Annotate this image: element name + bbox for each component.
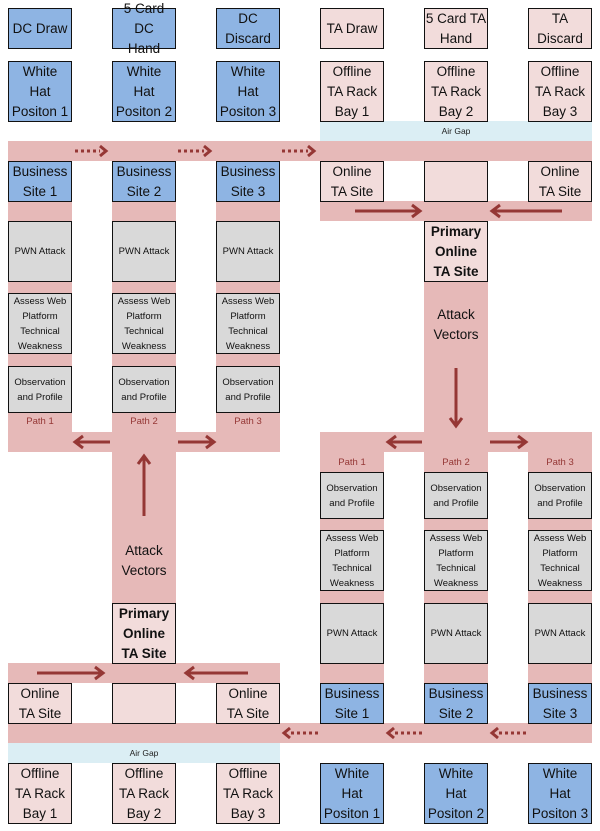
arrowhead-icon — [281, 726, 291, 740]
assess-web-box[interactable]: Assess Web Platform Technical Weakness — [112, 293, 176, 354]
offline-ta-rack-bay-2[interactable]: Offline TA Rack Bay 2 — [112, 763, 176, 824]
air-gap-top: Air Gap — [320, 121, 592, 141]
assess-web-box[interactable]: Assess Web Platform Technical Weakness — [424, 530, 488, 591]
assess-web-box[interactable]: Assess Web Platform Technical Weakness — [8, 293, 72, 354]
path-label-2: Path 2 — [130, 416, 158, 427]
pwn-attack-box[interactable]: PWN Attack — [528, 603, 592, 664]
primary-online-ta-site-top[interactable]: Primary Online TA Site — [424, 221, 488, 282]
business-site-2[interactable]: Business Site 2 — [424, 683, 488, 724]
white-hat-position-2[interactable]: White Hat Positon 2 — [112, 61, 176, 122]
ta-hand-card[interactable]: 5 Card TA Hand — [424, 8, 488, 49]
offline-ta-rack-bay-3[interactable]: Offline TA Rack Bay 3 — [528, 61, 592, 122]
pwn-attack-box[interactable]: PWN Attack — [216, 221, 280, 282]
observation-box[interactable]: Observation and Profile — [112, 366, 176, 413]
business-site-2[interactable]: Business Site 2 — [112, 161, 176, 202]
air-gap-bottom: Air Gap — [8, 743, 280, 763]
pwn-attack-box[interactable]: PWN Attack — [424, 603, 488, 664]
business-site-1[interactable]: Business Site 1 — [320, 683, 384, 724]
path-label-1: Path 1 — [338, 457, 366, 468]
white-hat-position-3[interactable]: White Hat Positon 3 — [216, 61, 280, 122]
white-hat-position-2[interactable]: White Hat Positon 2 — [424, 763, 488, 824]
online-ta-site-empty[interactable] — [424, 161, 488, 202]
attack-vectors-label-top: Attack Vectors — [433, 307, 479, 342]
arrowhead-icon — [307, 144, 317, 158]
offline-ta-rack-bay-1[interactable]: Offline TA Rack Bay 1 — [320, 61, 384, 122]
attack-vectors-label-bottom: Attack Vectors — [121, 543, 167, 578]
path-label-2: Path 2 — [442, 457, 470, 468]
observation-box[interactable]: Observation and Profile — [216, 366, 280, 413]
arrowhead-icon — [385, 726, 395, 740]
business-site-3[interactable]: Business Site 3 — [528, 683, 592, 724]
online-ta-site-1[interactable]: Online TA Site — [320, 161, 384, 202]
observation-box[interactable]: Observation and Profile — [424, 472, 488, 519]
path-label-3: Path 3 — [234, 416, 262, 427]
path-label-1: Path 1 — [26, 416, 54, 427]
online-ta-site-empty[interactable] — [112, 683, 176, 724]
dc-hand-card[interactable]: 5 Card DC Hand — [112, 1, 176, 56]
business-site-1[interactable]: Business Site 1 — [8, 161, 72, 202]
observation-box[interactable]: Observation and Profile — [320, 472, 384, 519]
white-hat-position-1[interactable]: White Hat Positon 1 — [320, 763, 384, 824]
online-ta-site-3[interactable]: Online TA Site — [528, 161, 592, 202]
ta-converge-band-bottom — [8, 663, 280, 683]
assess-web-box[interactable]: Assess Web Platform Technical Weakness — [320, 530, 384, 591]
business-site-3[interactable]: Business Site 3 — [216, 161, 280, 202]
pwn-attack-box[interactable]: PWN Attack — [320, 603, 384, 664]
dc-split-band — [8, 432, 280, 452]
ta-draw-card[interactable]: TA Draw — [320, 8, 384, 49]
assess-web-box[interactable]: Assess Web Platform Technical Weakness — [528, 530, 592, 591]
ta-discard-card[interactable]: TA Discard — [528, 8, 592, 49]
arrowhead-icon — [203, 144, 213, 158]
white-hat-position-3[interactable]: White Hat Positon 3 — [528, 763, 592, 824]
path-label-3: Path 3 — [546, 457, 574, 468]
ta-converge-band-top — [320, 201, 592, 221]
observation-box[interactable]: Observation and Profile — [528, 472, 592, 519]
dc-draw-card[interactable]: DC Draw — [8, 8, 72, 49]
offline-ta-rack-bay-3[interactable]: Offline TA Rack Bay 3 — [216, 763, 280, 824]
pwn-attack-box[interactable]: PWN Attack — [112, 221, 176, 282]
offline-ta-rack-bay-1[interactable]: Offline TA Rack Bay 1 — [8, 763, 72, 824]
ta-split-band — [320, 432, 592, 452]
observation-box[interactable]: Observation and Profile — [8, 366, 72, 413]
arrowhead-icon — [489, 726, 499, 740]
pwn-attack-box[interactable]: PWN Attack — [8, 221, 72, 282]
white-hat-position-1[interactable]: White Hat Positon 1 — [8, 61, 72, 122]
offline-ta-rack-bay-2[interactable]: Offline TA Rack Bay 2 — [424, 61, 488, 122]
dc-discard-card[interactable]: DC Discard — [216, 8, 280, 49]
assess-web-box[interactable]: Assess Web Platform Technical Weakness — [216, 293, 280, 354]
arrowhead-icon — [99, 144, 109, 158]
online-ta-site-3[interactable]: Online TA Site — [216, 683, 280, 724]
primary-online-ta-site-bottom[interactable]: Primary Online TA Site — [112, 603, 176, 664]
online-ta-site-1[interactable]: Online TA Site — [8, 683, 72, 724]
